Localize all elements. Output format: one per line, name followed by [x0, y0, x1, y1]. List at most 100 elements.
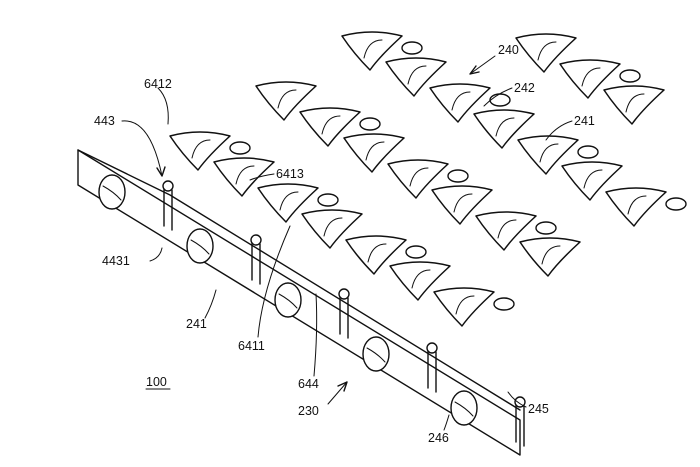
lattice-cell — [213, 157, 275, 197]
reference-labels: 240 242 241 6412 443 6413 4431 241 6411 … — [94, 43, 595, 445]
label-6413: 6413 — [276, 167, 304, 181]
lattice-cell — [433, 287, 495, 327]
leader-246 — [443, 414, 450, 431]
leader-242 — [483, 87, 513, 107]
cell-inner-rib — [365, 141, 385, 161]
lattice-cell — [343, 133, 405, 173]
label-241-top: 241 — [574, 114, 595, 128]
front-wall-top-edge — [77, 149, 521, 411]
leader-241-front — [204, 289, 217, 319]
hole-inner-edge — [102, 185, 122, 201]
lattice-cell — [255, 81, 317, 121]
lattice-node — [229, 141, 251, 155]
label-246: 246 — [428, 431, 449, 445]
label-6411: 6411 — [238, 339, 265, 353]
label-100: 100 — [146, 375, 167, 389]
label-6412: 6412 — [144, 77, 172, 91]
cell-inner-rib — [455, 295, 475, 315]
label-230: 230 — [298, 404, 319, 418]
cell-inner-rib — [539, 143, 559, 163]
cell-inner-rib — [411, 269, 431, 289]
lattice-cell — [429, 83, 491, 123]
lattice-cell — [431, 185, 493, 225]
lattice-node — [401, 41, 423, 55]
leader-lines — [121, 55, 573, 431]
slot-top-hole — [426, 342, 438, 354]
wall-slot — [163, 185, 173, 231]
lattice-node — [447, 169, 469, 183]
lattice-node — [317, 193, 339, 207]
hole-inner-edge — [190, 239, 210, 255]
label-241-front: 241 — [186, 317, 207, 331]
wall-slot — [427, 347, 437, 393]
cell-inner-rib — [279, 191, 299, 211]
label-443: 443 — [94, 114, 115, 128]
arrow-443 — [156, 166, 166, 177]
lattice-cell — [341, 31, 403, 71]
wall-slot — [339, 293, 349, 339]
lattice-node — [665, 197, 687, 211]
lattice-cell — [169, 131, 231, 171]
lattice-node — [493, 297, 515, 311]
cell-inner-rib — [407, 65, 427, 85]
cell-inner-rib — [495, 117, 515, 137]
lattice-cell — [605, 187, 667, 227]
cell-inner-rib — [627, 195, 647, 215]
lattice-cell — [257, 183, 319, 223]
lattice-cell — [299, 107, 361, 147]
cell-inner-rib — [537, 41, 557, 61]
lattice-cell — [475, 211, 537, 251]
cell-inner-rib — [323, 217, 343, 237]
cell-inner-rib — [453, 193, 473, 213]
cell-inner-rib — [581, 67, 601, 87]
slot-top-hole — [514, 396, 526, 408]
leader-240 — [469, 55, 496, 75]
label-4431: 4431 — [102, 254, 130, 268]
label-245: 245 — [528, 402, 549, 416]
lattice-cell — [473, 109, 535, 149]
cell-inner-rib — [451, 91, 471, 111]
slot-top-hole — [162, 180, 174, 192]
leader-241-top — [545, 120, 573, 141]
wall-slot — [251, 239, 261, 285]
lattice-node — [619, 69, 641, 83]
hole-inner-edge — [278, 293, 298, 309]
arrow-230 — [337, 381, 348, 392]
cell-inner-rib — [363, 39, 383, 59]
wall-holes-group — [98, 174, 478, 426]
lattice-cell — [387, 159, 449, 199]
leader-443 — [121, 120, 163, 177]
cell-inner-rib — [321, 115, 341, 135]
lattice-cell — [385, 57, 447, 97]
leader-230 — [327, 381, 348, 405]
lattice-cell — [345, 235, 407, 275]
cell-inner-rib — [541, 245, 561, 265]
label-644: 644 — [298, 377, 319, 391]
leader-644 — [313, 293, 318, 377]
slot-top-hole — [250, 234, 262, 246]
leader-6413 — [249, 173, 275, 181]
arrow-240 — [469, 65, 480, 75]
cell-inner-rib — [277, 89, 297, 109]
cell-inner-rib — [235, 165, 255, 185]
slot-top-hole — [338, 288, 350, 300]
leader-6412 — [157, 87, 169, 125]
lattice-node — [577, 145, 599, 159]
front-side-wall — [77, 149, 526, 456]
wall-slots-group — [162, 180, 526, 447]
cell-inner-rib — [367, 243, 387, 263]
cell-inner-rib — [583, 169, 603, 189]
lattice-cell — [561, 161, 623, 201]
cell-inner-rib — [409, 167, 429, 187]
lattice-cell — [389, 261, 451, 301]
lattice-surface — [169, 31, 687, 327]
cell-inner-rib — [191, 139, 211, 159]
cell-inner-rib — [497, 219, 517, 239]
lattice-cell — [301, 209, 363, 249]
lattice-node — [405, 245, 427, 259]
label-240: 240 — [498, 43, 519, 57]
cell-inner-rib — [625, 93, 645, 113]
wall-slot — [515, 401, 525, 447]
lattice-node — [359, 117, 381, 131]
